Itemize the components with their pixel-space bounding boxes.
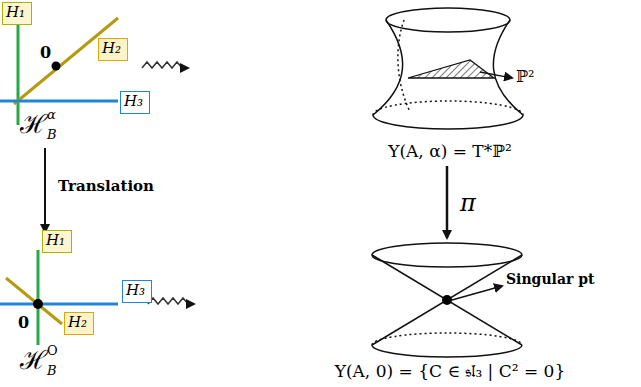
arrow-label: Translation	[58, 178, 154, 195]
hyperplane-line	[0, 303, 118, 306]
squiggle-arrow	[142, 62, 188, 68]
hyperplane-name: H₁	[3, 3, 31, 22]
down-arrow	[446, 166, 449, 238]
leader-arrow	[480, 72, 512, 78]
hyperplane-line	[17, 22, 20, 125]
hyperplane-name: H₂	[65, 313, 93, 332]
arrangement-subscript: B	[47, 128, 57, 142]
hyperplane-label-box: H₃	[122, 280, 152, 303]
origin-label: 0	[18, 314, 29, 332]
hyperplane-label-box: H₁	[42, 230, 72, 253]
hyperboloid	[373, 8, 523, 129]
projection-label: π	[460, 190, 476, 216]
down-arrow	[44, 148, 46, 232]
hyperplane-label-box: H₂	[98, 38, 128, 61]
hyperplane-line	[6, 278, 62, 324]
arrangement-superscript: α	[47, 108, 56, 122]
callout-label: Singular pt	[506, 272, 594, 287]
origin-dot	[52, 62, 61, 71]
hyperplane-label-box: H₁	[2, 2, 32, 25]
hyperplane-name: H₃	[123, 281, 151, 300]
variety-label: Y(A, α) = T*ℙ²	[388, 142, 512, 161]
hyperplane-label-box: H₂	[64, 312, 94, 335]
projective-plane-label: ℙ²	[516, 68, 534, 86]
hyperplane-name: H₁	[43, 231, 71, 250]
arrangement-superscript: O	[47, 344, 58, 358]
arrangement-subscript: B	[47, 364, 57, 378]
hyperplane-line	[14, 18, 118, 104]
singular-point	[442, 295, 452, 305]
arrangement-symbol: ℋ	[20, 110, 48, 139]
arrangement-symbol: ℋ	[20, 346, 48, 375]
hyperplane-line	[37, 250, 40, 345]
hyperplane-name: H₂	[99, 39, 127, 58]
variety-label: Y(A, 0) = {C ∈ 𝔰𝔩₃ | C² = 0}	[335, 362, 566, 381]
leader-arrow	[452, 286, 502, 300]
hyperplane-line	[0, 100, 118, 103]
squiggle-arrow	[148, 298, 194, 304]
hatched-triangle	[408, 60, 494, 78]
origin-dot	[33, 299, 43, 309]
origin-label: 0	[40, 44, 51, 62]
cone	[372, 243, 522, 357]
hyperplane-name: H₃	[121, 92, 149, 111]
hyperplane-label-box: H₃	[120, 91, 150, 114]
